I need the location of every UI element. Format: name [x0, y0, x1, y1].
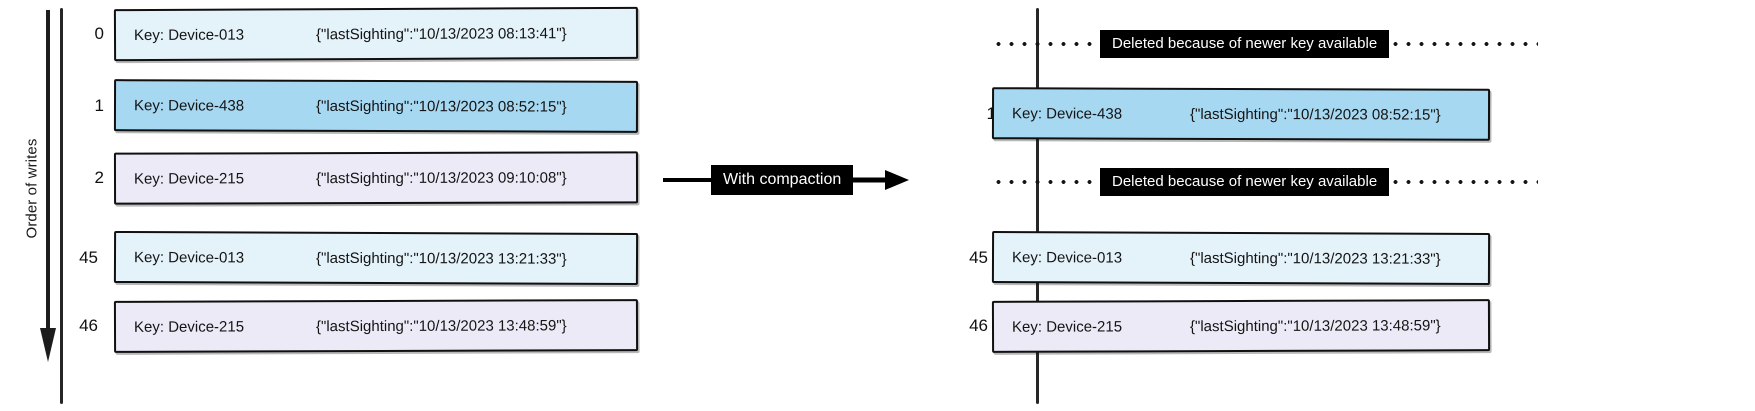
deleted-banner: Deleted because of newer key available: [992, 168, 1538, 196]
row-index: 2: [94, 168, 104, 187]
order-of-writes-label: Order of writes: [23, 138, 41, 239]
record-key: Key: Device-215: [133, 317, 245, 336]
deleted-banner: Deleted because of newer key available: [992, 30, 1538, 58]
table-row[interactable]: 45 Key: Device-013 {"lastSighting":"10/1…: [962, 231, 1542, 285]
record-value: {"lastSighting":"10/13/2023 08:52:15"}: [1189, 105, 1441, 124]
record-key: Key: Device-438: [1011, 104, 1123, 123]
record-box[interactable]: Key: Device-438 {"lastSighting":"10/13/2…: [991, 87, 1491, 141]
arrow-right-icon: [853, 170, 910, 190]
record-key: Key: Device-013: [133, 26, 245, 44]
left-panel-edge: [60, 8, 63, 404]
record-box[interactable]: Key: Device-215 {"lastSighting":"10/13/2…: [113, 151, 639, 205]
row-index: 45: [969, 248, 988, 267]
arrow-stem: [663, 178, 711, 182]
record-box[interactable]: Key: Device-438 {"lastSighting":"10/13/2…: [113, 79, 639, 133]
record-box[interactable]: Key: Device-013 {"lastSighting":"10/13/2…: [991, 231, 1491, 285]
record-box[interactable]: Key: Device-215 {"lastSighting":"10/13/2…: [113, 299, 639, 353]
record-value: {"lastSighting":"10/13/2023 13:48:59"}: [1189, 316, 1441, 335]
record-key: Key: Device-215: [133, 169, 245, 188]
with-compaction-arrow: With compaction: [663, 165, 911, 195]
table-row[interactable]: 2 Key: Device-215 {"lastSighting":"10/13…: [70, 151, 640, 205]
record-value: {"lastSighting":"10/13/2023 13:21:33"}: [315, 249, 567, 268]
row-index: 46: [79, 316, 98, 335]
order-of-writes-arrow-icon: [40, 10, 56, 362]
deleted-banner-label: Deleted because of newer key available: [1100, 30, 1390, 58]
table-row[interactable]: 46 Key: Device-215 {"lastSighting":"10/1…: [70, 299, 640, 353]
record-box[interactable]: Key: Device-013 {"lastSighting":"10/13/2…: [113, 230, 639, 286]
dotted-line-right: [1389, 42, 1538, 46]
record-box[interactable]: Key: Device-013 {"lastSighting":"10/13/2…: [113, 6, 639, 62]
row-index: 0: [94, 24, 104, 43]
record-value: {"lastSighting":"10/13/2023 08:13:41"}: [315, 24, 567, 43]
dotted-line-left: [992, 180, 1100, 184]
record-value: {"lastSighting":"10/13/2023 13:48:59"}: [315, 316, 567, 335]
record-key: Key: Device-215: [1011, 317, 1123, 336]
record-box[interactable]: Key: Device-215 {"lastSighting":"10/13/2…: [991, 299, 1491, 353]
deleted-banner-label: Deleted because of newer key available: [1100, 168, 1390, 196]
row-index: 45: [79, 248, 98, 267]
row-index: 1: [962, 104, 996, 124]
table-row[interactable]: 1 Key: Device-438 {"lastSighting":"10/13…: [70, 79, 640, 133]
record-key: Key: Device-013: [1011, 248, 1123, 267]
record-value: {"lastSighting":"10/13/2023 08:52:15"}: [315, 97, 567, 116]
dotted-line-right: [1389, 180, 1538, 184]
panel-divider: [1036, 8, 1039, 404]
table-row[interactable]: 0 Key: Device-013 {"lastSighting":"10/13…: [70, 6, 640, 62]
table-row[interactable]: 46 Key: Device-215 {"lastSighting":"10/1…: [962, 299, 1542, 353]
dotted-line-left: [992, 42, 1100, 46]
with-compaction-label: With compaction: [711, 165, 854, 195]
table-row[interactable]: 1 Key: Device-438 {"lastSighting":"10/13…: [962, 87, 1542, 141]
record-value: {"lastSighting":"10/13/2023 09:10:08"}: [315, 169, 567, 187]
row-index: 46: [969, 316, 988, 335]
record-key: Key: Device-438: [133, 96, 245, 115]
record-key: Key: Device-013: [133, 248, 245, 266]
record-value: {"lastSighting":"10/13/2023 13:21:33"}: [1189, 249, 1441, 268]
table-row[interactable]: 45 Key: Device-013 {"lastSighting":"10/1…: [70, 230, 640, 286]
row-index: 1: [94, 96, 104, 115]
